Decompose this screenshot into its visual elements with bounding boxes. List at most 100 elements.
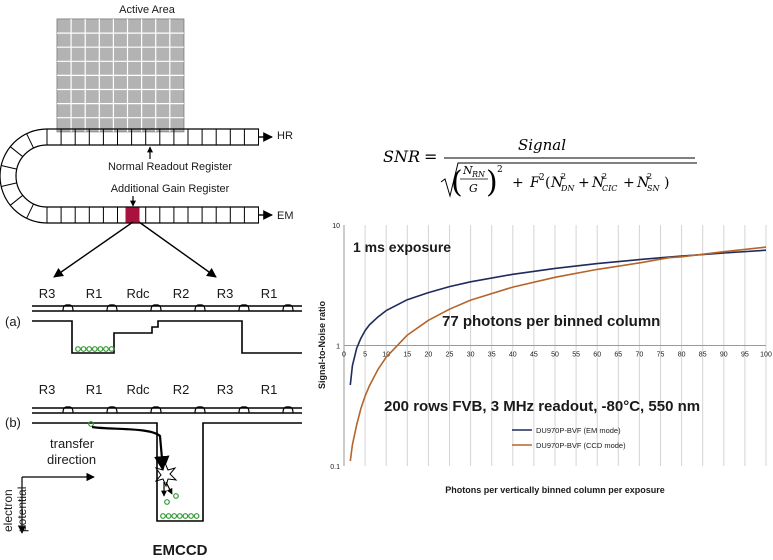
phase-label: R3: [217, 286, 234, 301]
electron: [108, 346, 115, 352]
svg-text:N: N: [591, 175, 605, 191]
multiplication-arrow-1: [165, 481, 173, 495]
electron: [165, 513, 172, 519]
phase-label: Rdc: [126, 286, 150, 301]
svg-text:+: +: [578, 175, 590, 191]
gate-electrode: [106, 304, 118, 312]
svg-text:2: 2: [602, 172, 607, 181]
chart-x-tick-label: 75: [657, 352, 665, 359]
svg-text:SN: SN: [647, 184, 660, 193]
formula-denominator: N RN G ( ) 2 + F 2 ( N 2 DN + N 2 CIC + …: [451, 164, 669, 200]
gate-electrode: [194, 304, 206, 312]
snr-formula: SNR = Signal N RN G ( ) 2 + F 2 ( N 2 DN…: [383, 136, 697, 200]
zoom-arrow-right: [138, 221, 217, 278]
chart-y-tick-label: 10: [332, 223, 340, 230]
chart-y-tick-labels: 0.1 1 10: [330, 223, 340, 471]
gate-electrode: [238, 304, 250, 312]
chart-x-tick-label: 55: [572, 352, 580, 359]
em-register-outline: [47, 206, 259, 224]
emccd-diagram: Active Area HR Normal Readout Register A…: [0, 4, 302, 559]
svg-text:2: 2: [647, 172, 652, 181]
em-label: EM: [277, 210, 294, 222]
electron: [97, 346, 104, 352]
chart-x-tick-label: 40: [509, 352, 517, 359]
gain-cell-highlight: [125, 207, 140, 223]
panel-a-label: (a): [5, 314, 21, 329]
phase-label: R3: [217, 382, 234, 397]
chart-legend-entry: DU970P-BVF (EM mode): [536, 426, 621, 435]
register-cell-divider: [1, 165, 17, 170]
chart-series: [349, 246, 767, 462]
register-cell-divider: [26, 203, 35, 219]
chart-x-tick-label: 80: [678, 352, 686, 359]
register-cell-divider: [1, 182, 17, 187]
gate-bumps-b: [62, 406, 294, 414]
chart-y-axis-label: Signal-to-Noise ratio: [317, 301, 327, 390]
electron-potential-label-2: potential: [15, 487, 29, 532]
chart-y-tick-label: 1: [336, 344, 340, 351]
chart-x-tick-label: 15: [403, 352, 411, 359]
chart-x-tick-label: 30: [467, 352, 475, 359]
chart-y-tick-label: 0.1: [330, 464, 340, 471]
gate-electrode: [150, 304, 162, 312]
svg-text:): ): [664, 175, 669, 191]
active-area-label: Active Area: [119, 4, 176, 16]
zoom-arrow-left: [53, 221, 134, 278]
svg-text:N: N: [462, 164, 473, 177]
svg-text:DN: DN: [560, 184, 575, 193]
chart-legend-entry: DU970P-BVF (CCD mode): [536, 441, 626, 450]
electron: [188, 513, 194, 519]
electron: [86, 346, 93, 352]
chart-axes: [343, 225, 766, 466]
chart-x-tick-label: 50: [551, 352, 559, 359]
chart-x-tick-label: 20: [425, 352, 433, 359]
gate-electrode: [106, 406, 118, 414]
electron: [173, 493, 179, 499]
chart-x-tick-label: 60: [593, 352, 601, 359]
svg-text:F: F: [529, 175, 541, 191]
register-cell-divider: [26, 133, 35, 149]
register-cell-divider: [9, 146, 24, 158]
phase-label: R3: [39, 382, 56, 397]
svg-text:RN: RN: [471, 170, 486, 179]
impact-ionization-star-icon: [154, 461, 178, 488]
svg-text:N: N: [550, 175, 564, 191]
panel-b-label: (b): [5, 415, 21, 430]
phase-label: R3: [39, 286, 56, 301]
chart-x-tick-label: 85: [699, 352, 707, 359]
electron: [164, 499, 170, 505]
electron: [182, 513, 189, 519]
svg-text:): ): [486, 165, 498, 200]
chart-annotation-exposure: 1 ms exposure: [353, 239, 451, 255]
phase-label: R1: [86, 382, 103, 397]
serial-register: [0, 128, 273, 224]
svg-text:2: 2: [497, 165, 503, 175]
gate-electrode: [194, 406, 206, 414]
electron: [103, 346, 109, 352]
gate-electrode: [282, 406, 294, 414]
chart-x-tick-label: 5: [363, 352, 367, 359]
phase-label: R1: [261, 286, 278, 301]
transfer-direction-label-2: direction: [47, 452, 96, 467]
active-area-grid: [56, 18, 185, 133]
chart-legend: DU970P-BVF (EM mode) DU970P-BVF (CCD mode…: [512, 426, 626, 450]
electron: [91, 346, 98, 352]
electron: [88, 421, 94, 427]
formula-equals: =: [424, 147, 437, 166]
svg-text:+: +: [512, 175, 524, 191]
formula-sqrt-sign: [440, 162, 697, 198]
chart-x-tick-label: 65: [614, 352, 622, 359]
svg-text:N: N: [636, 175, 650, 191]
phase-label: R2: [173, 382, 190, 397]
formula-numerator: Signal: [518, 136, 566, 154]
electron: [75, 346, 81, 352]
svg-text:CIC: CIC: [602, 184, 617, 193]
electrons-well-b: [88, 421, 200, 519]
chart-series-line-0: [349, 249, 767, 386]
chart-annotation-conditions: 200 rows FVB, 3 MHz readout, -80°C, 550 …: [384, 398, 700, 415]
